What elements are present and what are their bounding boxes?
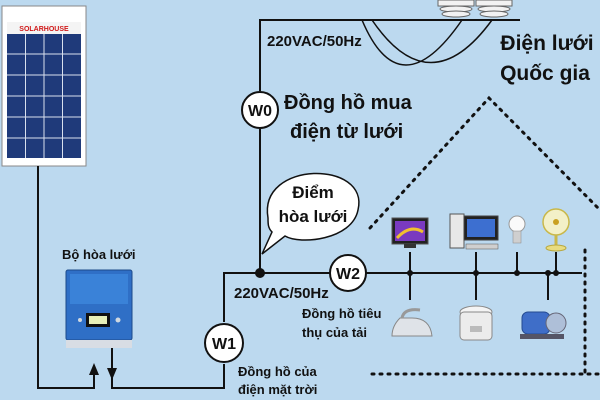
voltage-mid-label: 220VAC/50Hz (234, 285, 329, 302)
meter-w1-label: W1 (212, 336, 236, 353)
meter-w0-label: W0 (248, 103, 272, 120)
meter-w0: W0 (241, 91, 279, 129)
junction-dot (255, 268, 265, 278)
grid-label-line1: Điện lưới (500, 32, 593, 55)
bulb-icon (508, 215, 526, 244)
buy-meter-label-line1: Đồng hồ mua (284, 92, 413, 114)
water-pump-icon (520, 311, 567, 339)
meter-w2-label: W2 (336, 266, 360, 283)
meter-w2: W2 (329, 254, 367, 292)
rice-cooker-icon (459, 305, 493, 341)
inverter-icon (65, 269, 133, 348)
power-tower-icon (437, 0, 513, 18)
fan-icon (542, 208, 570, 252)
computer-icon (449, 213, 499, 250)
tv-icon (391, 217, 429, 248)
load-taps (409, 252, 557, 300)
bubble-label-line2: hòa lưới (279, 207, 348, 226)
iron-icon (391, 308, 433, 337)
load-meter-label-line2: thụ của tải (302, 325, 367, 340)
power-line-arcs (361, 19, 493, 66)
load-meter-label-line1: Đồng hồ tiêu (302, 306, 381, 321)
solar-panel-icon: SOLARHOUSE (1, 5, 87, 167)
grid-label-line2: Quốc gia (500, 62, 590, 85)
grid-tie-point-bubble: Điểm hòa lưới (261, 172, 360, 255)
meter-w1: W1 (204, 323, 244, 363)
bubble-label-line1: Điểm (292, 183, 334, 202)
inverter-label: Bộ hòa lưới (62, 247, 136, 262)
arrow-up-icon (89, 363, 99, 375)
house-outline-icon (368, 95, 600, 376)
panel-brand-label: SOLARHOUSE (19, 26, 69, 33)
solar-meter-label-line1: Đồng hồ của (238, 364, 317, 379)
load-tap-dots (407, 270, 559, 276)
voltage-top-label: 220VAC/50Hz (267, 33, 362, 50)
buy-meter-label-line2: điện từ lưới (290, 121, 403, 143)
solar-meter-label-line2: điện mặt trời (238, 382, 317, 397)
arrow-down-icon (107, 368, 117, 380)
